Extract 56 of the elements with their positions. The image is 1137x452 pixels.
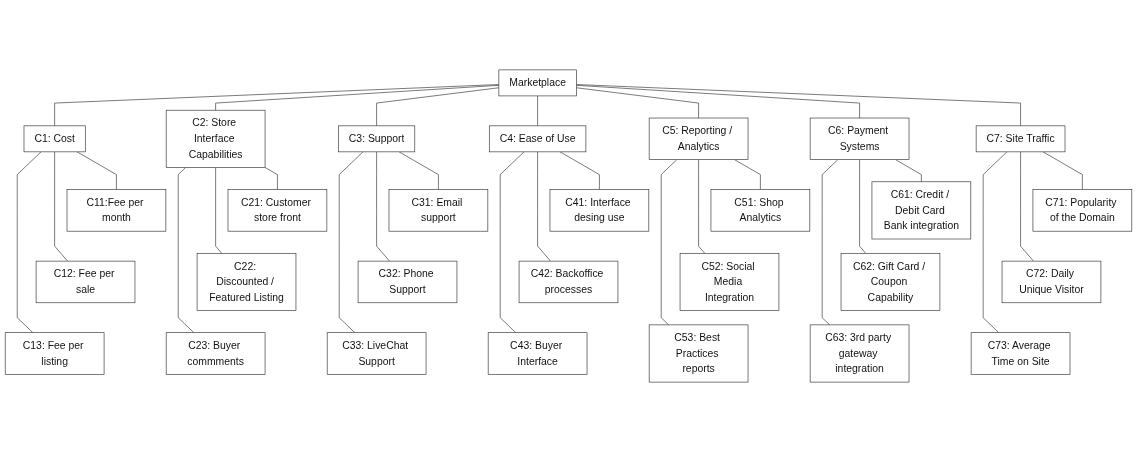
- node-box: C12: Fee per sale: [35, 260, 136, 304]
- connector: [215, 85, 500, 111]
- connector: [16, 151, 42, 333]
- connector: [376, 151, 390, 262]
- connector: [576, 84, 1021, 127]
- node-box: C32: Phone Support: [357, 260, 458, 304]
- node-box: C23: Buyer commments: [165, 332, 266, 375]
- connector: [734, 159, 761, 190]
- node-box: C42: Backoffice processes: [518, 260, 619, 304]
- node-box: C1: Cost: [23, 125, 86, 153]
- connector: [54, 151, 68, 262]
- node-box: C33: LiveChat Support: [326, 332, 427, 375]
- node-box: C53: Best Practices reports: [648, 324, 749, 383]
- node-box: C5: Reporting / Analytics: [648, 117, 749, 160]
- node-box: C7: Site Traffic: [975, 125, 1066, 153]
- connector: [215, 167, 223, 254]
- node-box: C52: Social Media Integration: [679, 253, 780, 311]
- connector: [376, 87, 500, 127]
- node-box: C63: 3rd party gateway integration: [809, 324, 910, 383]
- node-box: C22: Discounted / Featured Listing: [196, 253, 297, 311]
- node-box: C61: Credit / Debit Card Bank integration: [871, 181, 972, 240]
- connector: [76, 151, 117, 190]
- connector: [499, 151, 525, 333]
- node-box: C11:Fee per month: [66, 189, 167, 232]
- connector: [177, 167, 195, 333]
- node-box: C43: Buyer Interface: [487, 332, 588, 375]
- connector: [54, 84, 500, 127]
- node-box: C72: Daily Unique Visitor: [1001, 260, 1102, 304]
- connector: [698, 159, 706, 254]
- node-box: C73: Average Time on Site: [970, 332, 1071, 375]
- connector: [1042, 151, 1083, 190]
- node-box: C13: Fee per listing: [4, 332, 105, 375]
- connector: [338, 151, 364, 333]
- node-box: C51: Shop Analytics: [710, 189, 811, 232]
- node-box: C21: Customer store front: [227, 189, 328, 232]
- connector: [821, 159, 839, 326]
- connector: [398, 151, 439, 190]
- connector: [660, 159, 678, 326]
- node-box: C41: Interface desing use: [549, 189, 650, 232]
- connector: [859, 159, 867, 254]
- node-box: C31: Email support: [388, 189, 489, 232]
- connector: [1020, 151, 1034, 262]
- node-box: Marketplace: [498, 69, 577, 97]
- node-box: C2: Store Interface Capabilities: [165, 109, 266, 168]
- connector: [559, 151, 600, 190]
- connector: [576, 85, 860, 119]
- connector: [895, 159, 922, 183]
- node-box: C4: Ease of Use: [489, 125, 587, 153]
- node-box: C71: Popularity of the Domain: [1032, 189, 1133, 232]
- connector: [982, 151, 1008, 333]
- node-box: C6: Payment Systems: [809, 117, 910, 160]
- node-box: C3: Support: [338, 125, 416, 153]
- connector: [537, 95, 538, 127]
- connector: [537, 151, 551, 262]
- node-box: C62: Gift Card / Coupon Capability: [840, 253, 941, 311]
- connector: [576, 87, 699, 119]
